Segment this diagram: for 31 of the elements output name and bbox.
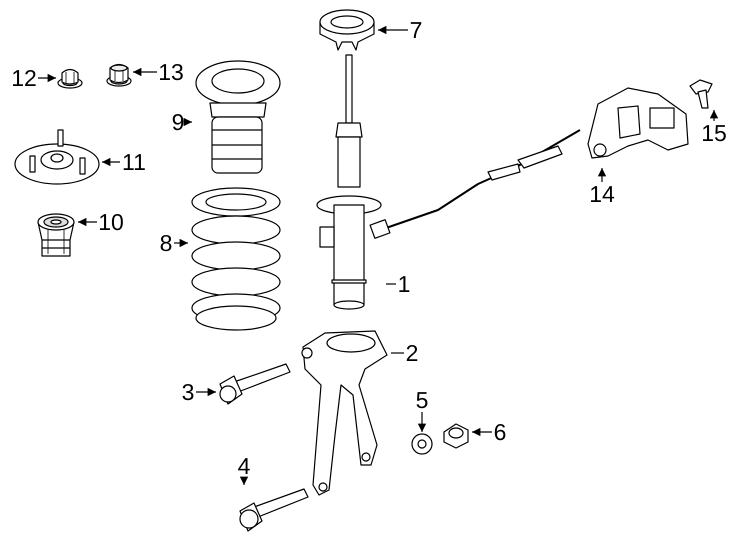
- leader-line: [472, 428, 492, 436]
- leader-line: [378, 26, 408, 34]
- callout-number: 4: [236, 454, 252, 478]
- washer-drawing: [410, 432, 434, 456]
- leader-line: [710, 110, 718, 121]
- callout-number: 1: [396, 272, 412, 296]
- leader-line: [391, 352, 404, 354]
- callout-number: 9: [170, 110, 186, 134]
- leader-line: [386, 283, 396, 285]
- leader-line: [133, 68, 157, 76]
- leader-line: [102, 158, 120, 166]
- callout-number: 13: [157, 60, 185, 84]
- callout-number: 7: [408, 18, 424, 42]
- leader-line: [184, 118, 192, 126]
- callout-number: 8: [158, 231, 174, 255]
- callout-number: 6: [492, 420, 508, 444]
- leader-line: [598, 168, 606, 182]
- callout-number: 11: [120, 150, 148, 174]
- callout-number: 5: [414, 388, 430, 412]
- leader-line: [174, 238, 188, 248]
- leader-line: [418, 412, 426, 432]
- leader-line: [78, 218, 97, 226]
- leader-line: [196, 388, 216, 396]
- leader-line: [38, 74, 56, 82]
- callout-number: 10: [97, 210, 125, 234]
- callout-number: 3: [180, 380, 196, 404]
- callout-number: 14: [588, 182, 616, 206]
- leader-line: [240, 476, 248, 485]
- callout-number: 2: [404, 341, 420, 365]
- callout-number: 15: [700, 121, 728, 145]
- callout-number: 12: [10, 66, 38, 90]
